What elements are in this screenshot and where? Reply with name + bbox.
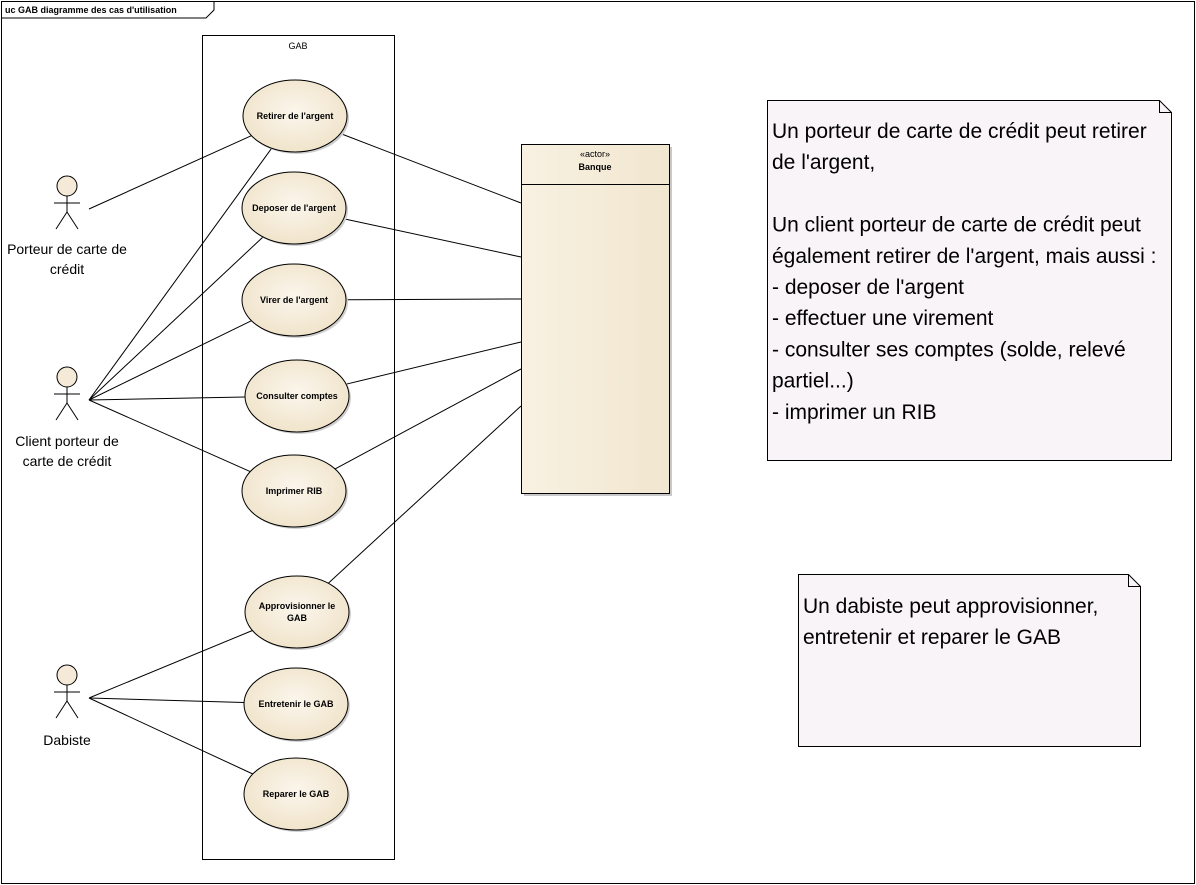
note-clients[interactable]: Un porteur de carte de crédit peut retir… [767,100,1172,461]
use-case-label: Approvisionner le [259,601,336,611]
banque-stereotype: «actor» [580,149,610,159]
use-case-reparer[interactable]: Reparer le GAB [243,757,350,832]
use-case-ellipse [241,171,347,245]
association-approvisionner-banque[interactable] [327,405,522,584]
note-line: Un client porteur de carte de crédit peu… [772,214,1141,237]
use-case-deposer[interactable]: Deposer de l'argent [241,171,348,246]
association-imprimer-banque[interactable] [334,368,522,470]
use-case-imprimer[interactable]: Imprimer RIB [241,454,348,529]
note-line: - consulter ses comptes (solde, relevé [772,338,1126,361]
association-retirer-banque[interactable] [340,133,522,204]
note-body [798,574,1141,747]
use-case-ellipse [241,454,347,528]
note-dabiste[interactable]: Un dabiste peut approvisionner, entreteni… [798,574,1141,747]
use-case-entretenir[interactable]: Entretenir le GAB [243,667,350,742]
actor-label: crédit [50,261,84,277]
actor-porteur[interactable]: Porteur de carte de crédit [7,175,127,277]
note-line: également retirer de l'argent, mais auss… [772,245,1157,268]
actor-label: Dabiste [43,732,91,748]
use-case-ellipse [243,757,349,831]
use-case-consulter[interactable]: Consulter comptes [244,359,351,434]
use-case-approvisionner[interactable]: Approvisionner le GAB [244,575,351,650]
use-case-label: Consulter comptes [256,391,338,401]
actor-right-leg [66,211,79,230]
use-case-label: Reparer le GAB [263,789,330,799]
notes: Un porteur de carte de crédit peut retir… [767,100,1172,747]
note-line: - effectuer une virement [772,307,994,330]
use-case-virer[interactable]: Virer de l'argent [241,263,348,338]
use-case-label: Imprimer RIB [266,486,323,496]
system-boundary-title: GAB [288,41,307,51]
actor-left-leg [55,211,68,230]
actor-head [56,366,78,388]
actor-client[interactable]: Client porteur de carte de crédit [15,366,119,469]
association-client-virer[interactable] [88,320,252,401]
use-case-ellipse [241,263,347,337]
association-client-deposer[interactable] [88,236,264,401]
actor-right-leg [66,402,79,421]
use-case-ellipse [244,359,350,433]
association-porteur-retirer[interactable] [88,135,252,210]
note-line: entretenir et reparer le GAB [803,626,1061,649]
use-case-label: Retirer de l'argent [257,111,334,121]
note-line: de l'argent, [772,151,875,174]
actor-left-leg [55,700,68,719]
association-dabiste-approvisionner[interactable] [88,630,253,699]
actor-left-leg [55,402,68,421]
use-case-label: Entretenir le GAB [258,699,334,709]
use-case-label: GAB [287,613,308,623]
actor-dabiste[interactable]: Dabiste [43,664,91,748]
actor-head [56,664,78,686]
note-line: Un porteur de carte de crédit peut retir… [772,120,1147,143]
note-line: Un dabiste peut approvisionner, [803,595,1098,618]
association-consulter-banque[interactable] [345,341,522,385]
associations [88,133,522,775]
note-line: - imprimer un RIB [772,401,937,424]
use-case-label: Deposer de l'argent [252,203,336,213]
use-case-ellipse [242,79,348,153]
use-case-label: Virer de l'argent [260,295,328,305]
frame-title: uc GAB diagramme des cas d'utilisation [5,5,177,15]
association-dabiste-reparer[interactable] [88,697,254,775]
association-client-consulter[interactable] [88,396,246,401]
use-case-ellipse [244,575,350,649]
association-dabiste-entretenir[interactable] [88,697,245,703]
banque-actor-box[interactable]: «actor» Banque [521,144,673,497]
note-fold [1128,574,1141,587]
frame-title-tab [1,1,215,19]
note-line: - deposer de l'argent [772,276,964,299]
note-fold [1159,100,1172,113]
actor-head [56,175,78,197]
note-line: partiel...) [772,370,854,393]
association-virer-banque[interactable] [345,298,522,301]
use-case-ellipse [243,667,349,741]
association-client-imprimer[interactable] [88,399,251,473]
actor-label: carte de crédit [23,453,112,469]
association-deposer-banque[interactable] [343,218,522,258]
actor-label: Client porteur de [15,433,119,449]
banque-name: Banque [578,162,611,172]
use-case-retirer[interactable]: Retirer de l'argent [242,79,349,154]
note-body [767,100,1172,461]
actor-right-leg [66,700,79,719]
actor-label: Porteur de carte de [7,241,127,257]
association-client-retirer[interactable] [88,147,273,401]
